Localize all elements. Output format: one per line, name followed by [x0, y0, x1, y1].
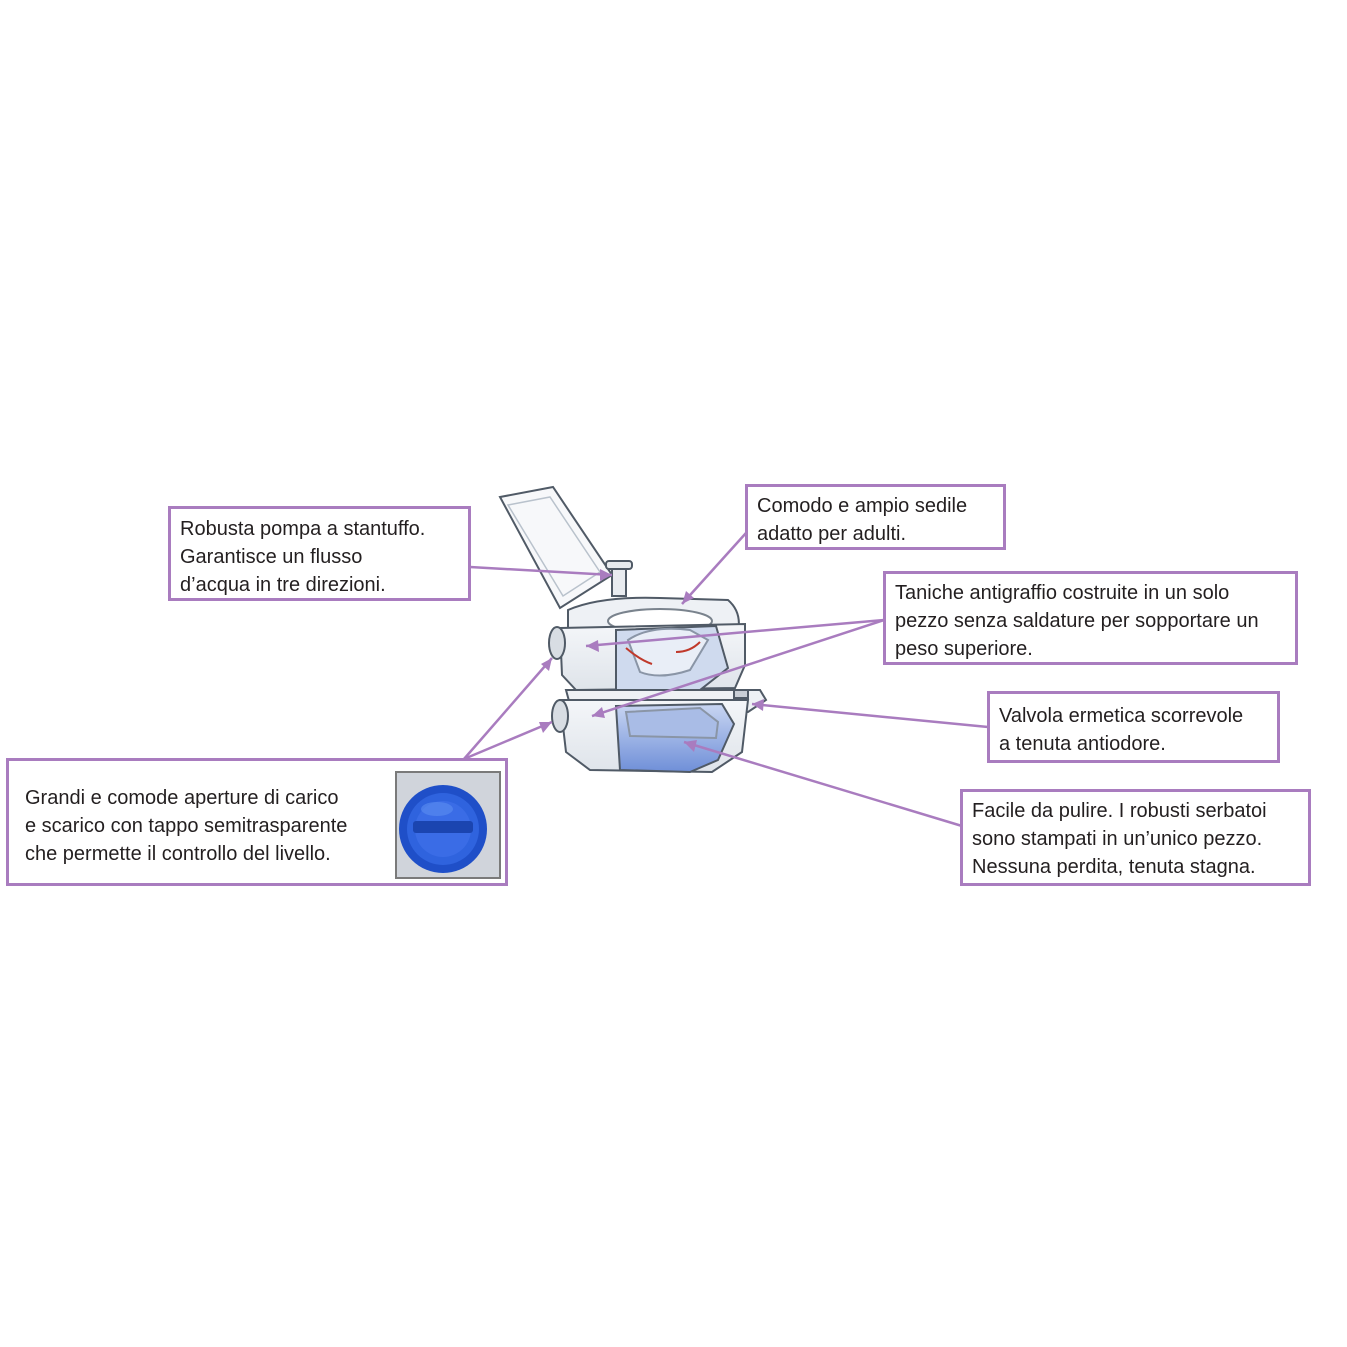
leader-clean — [683, 740, 963, 828]
arrow-openings-lower — [539, 722, 552, 733]
portable-toilet-illustration — [498, 485, 768, 774]
callout-clean: Facile da pulire. I robusti serbatoi son… — [960, 789, 1311, 886]
arrow-openings-upper — [541, 658, 552, 671]
callout-pump: Robusta pompa a stantuffo. Garantisce un… — [168, 506, 471, 601]
callout-seat-text: Comodo e ampio sedile adatto per adulti. — [757, 495, 968, 545]
callout-openings: Grandi e comode aperture di carico e sca… — [6, 758, 508, 886]
leader-tanks-upper — [585, 618, 885, 648]
leader-tanks-lower — [591, 618, 885, 718]
callout-pump-text: Robusta pompa a stantuffo. Garantisce un… — [180, 518, 426, 596]
callout-tanks-text: Taniche antigraffio costruite in un solo… — [895, 582, 1259, 660]
arrow-tanks-upper — [586, 640, 599, 652]
arrow-clean — [684, 740, 697, 752]
callout-clean-text: Facile da pulire. I robusti serbatoi son… — [972, 800, 1267, 878]
leader-openings-lower — [463, 720, 553, 761]
callout-openings-text: Grandi e comode aperture di carico e sca… — [25, 787, 348, 865]
arrow-pump — [600, 569, 612, 581]
arrow-tanks-lower — [592, 707, 605, 718]
leader-seat — [681, 532, 747, 605]
upper-cap — [548, 626, 566, 660]
leader-pump — [469, 565, 613, 577]
arrow-seat — [682, 591, 694, 604]
cap-photo — [395, 771, 501, 879]
cap-photo-image — [397, 773, 499, 877]
leader-openings-upper — [463, 657, 553, 760]
lower-cap — [551, 699, 569, 733]
callout-tanks: Taniche antigraffio costruite in un solo… — [883, 571, 1298, 665]
leader-lines — [463, 532, 989, 828]
callout-valve: Valvola ermetica scorrevole a tenuta ant… — [987, 691, 1280, 763]
arrow-valve — [752, 699, 764, 711]
callout-valve-text: Valvola ermetica scorrevole a tenuta ant… — [999, 705, 1244, 755]
callout-seat: Comodo e ampio sedile adatto per adulti. — [745, 484, 1006, 550]
leader-valve — [751, 702, 989, 729]
pump-handle — [611, 565, 627, 597]
leader-arrowheads — [539, 569, 764, 752]
